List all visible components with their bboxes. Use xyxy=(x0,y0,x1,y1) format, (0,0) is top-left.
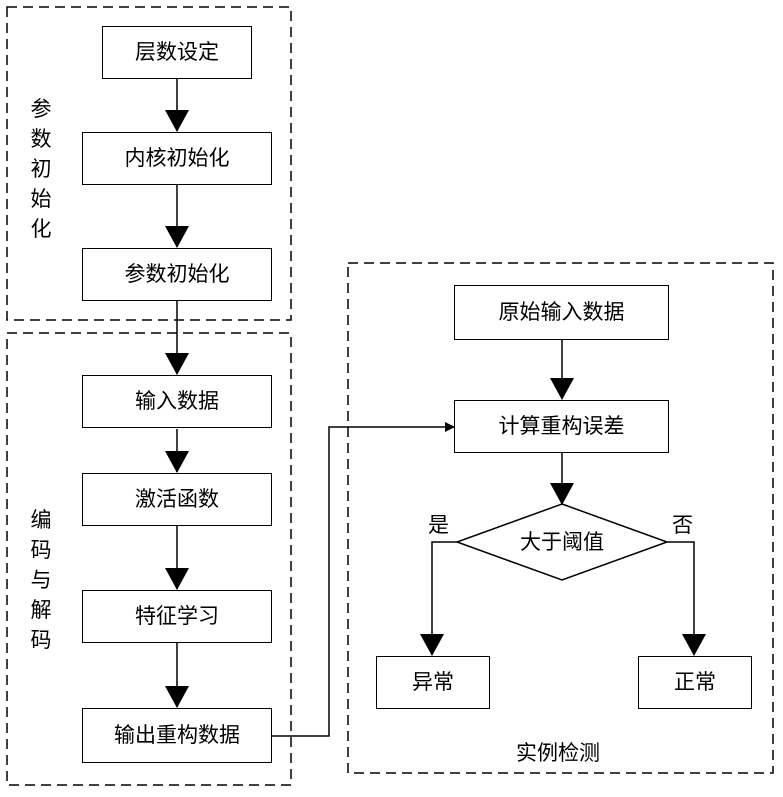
arrow-yes-to-abnormal xyxy=(420,541,457,656)
recon-error-box: 计算重构误差 xyxy=(454,400,669,453)
branch-no-label: 否 xyxy=(672,513,693,537)
input-data-box: 输入数据 xyxy=(82,375,272,428)
group-detect-frame xyxy=(347,262,774,774)
group-init-frame xyxy=(6,6,292,321)
activation-box: 激活函数 xyxy=(82,473,272,526)
threshold-diamond xyxy=(454,503,670,581)
abnormal-box: 异常 xyxy=(376,656,490,709)
arrow-output-to-recon-error xyxy=(271,422,455,737)
branch-yes-label: 是 xyxy=(428,513,449,537)
kernel-init-box: 内核初始化 xyxy=(82,132,272,185)
raw-input-box: 原始输入数据 xyxy=(454,285,669,340)
normal-box: 正常 xyxy=(638,656,752,709)
param-init-box: 参数初始化 xyxy=(82,248,272,301)
group-detect-label: 实例检测 xyxy=(516,741,600,765)
threshold-label: 大于阈值 xyxy=(520,530,604,554)
feature-learning-box: 特征学习 xyxy=(82,590,272,643)
group-init-label: 参数初始化 xyxy=(30,97,52,241)
arrow-no-to-normal xyxy=(667,541,706,656)
layers-setting-box: 层数设定 xyxy=(102,26,252,79)
output-recon-box: 输出重构数据 xyxy=(82,708,272,763)
group-codec-label: 编码与解码 xyxy=(30,508,52,652)
